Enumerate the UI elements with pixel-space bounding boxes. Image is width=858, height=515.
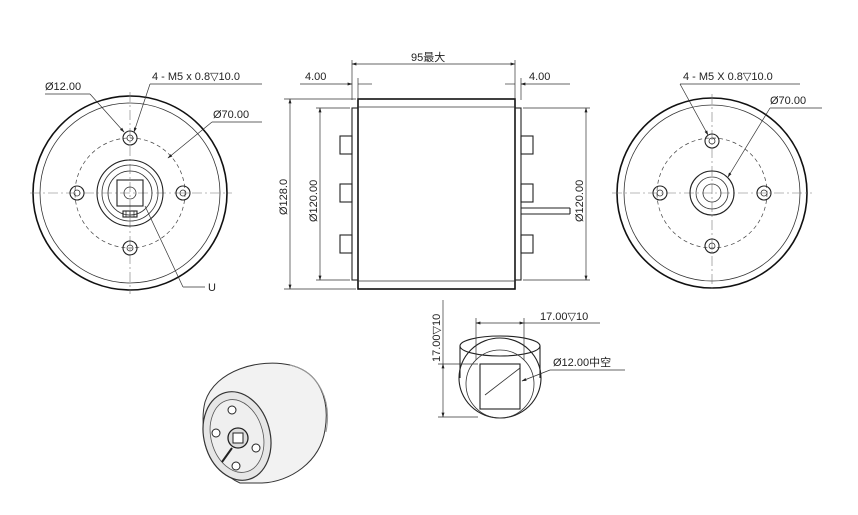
bolt-head bbox=[520, 183, 534, 203]
label-thread-right: 4 - M5 X 0.8▽10.0 bbox=[683, 71, 773, 83]
label-dia120-right: Ø120.00 bbox=[574, 180, 586, 222]
label-dia70-left: Ø70.00 bbox=[213, 109, 249, 121]
label-dia128: Ø128.0 bbox=[278, 179, 290, 215]
label-dia12-left: Ø12.00 bbox=[45, 81, 81, 93]
label-detail-height: 17.00▽10 bbox=[431, 314, 443, 362]
mounting-hole-right bbox=[175, 185, 191, 201]
bolt-head bbox=[520, 135, 534, 155]
label-dia120-left: Ø120.00 bbox=[308, 180, 320, 222]
mounting-hole-left bbox=[652, 185, 668, 201]
label-left-4: 4.00 bbox=[305, 71, 326, 83]
mounting-hole-right bbox=[756, 185, 772, 201]
mounting-hole-bottom bbox=[122, 240, 138, 256]
side-view: 95最大 4.00 4.00 Ø128.0 Ø120.00 Ø120.00 bbox=[278, 50, 590, 290]
bolt-head bbox=[339, 183, 353, 203]
isometric-view bbox=[202, 362, 328, 484]
mounting-hole-bottom bbox=[704, 238, 720, 254]
mounting-hole-top bbox=[704, 133, 720, 149]
mounting-hole-left bbox=[69, 185, 85, 201]
label-bore: Ø12.00中空 bbox=[553, 355, 611, 369]
label-length: 95最大 bbox=[411, 50, 445, 64]
mounting-hole-top bbox=[122, 130, 138, 146]
label-thread-left: 4 - M5 x 0.8▽10.0 bbox=[152, 71, 240, 83]
label-u: U bbox=[208, 282, 216, 294]
label-dia70-right: Ø70.00 bbox=[770, 95, 806, 107]
bolt-head bbox=[339, 234, 353, 254]
label-detail-width: 17.00▽10 bbox=[540, 311, 588, 323]
bolt-head bbox=[520, 234, 534, 254]
left-front-view: Ø12.00 4 - M5 x 0.8▽10.0 Ø70.00 U bbox=[30, 71, 262, 294]
right-front-view: 4 - M5 X 0.8▽10.0 Ø70.00 bbox=[612, 71, 822, 292]
detail-view: 17.00▽10 17.00▽10 Ø12.00中空 bbox=[431, 300, 625, 419]
label-right-4: 4.00 bbox=[529, 71, 550, 83]
bolt-head bbox=[339, 135, 353, 155]
